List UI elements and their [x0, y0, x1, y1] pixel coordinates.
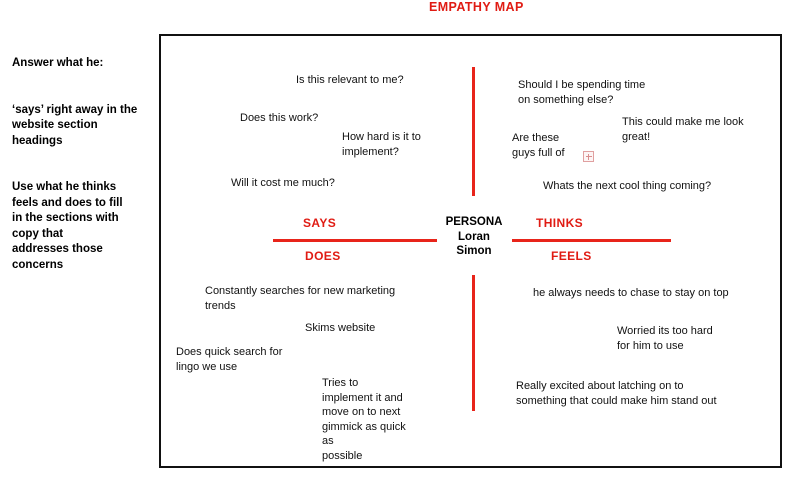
quadrant-label-feels: FEELS — [551, 249, 592, 263]
divider-vertical-bottom — [472, 275, 475, 411]
divider-vertical-top — [472, 67, 475, 196]
instructions-block-two: Use what he thinks feels and does to fil… — [12, 181, 123, 271]
thinks-note: Should I be spending time on something e… — [518, 79, 646, 106]
feels-note: Worried its too hard for him to use — [617, 325, 713, 352]
feels-note: Really excited about latching on to some… — [516, 380, 717, 407]
persona-block: PERSONA Loran Simon — [433, 215, 515, 259]
page-title: EMPATHY MAP — [429, 0, 524, 14]
does-note: Does quick search for lingo we use — [176, 346, 283, 373]
spacer — [12, 149, 152, 180]
quadrant-label-does: DOES — [305, 249, 341, 263]
instructions-block-one: ‘says’ right away in the website section… — [12, 103, 138, 147]
says-note: Will it cost me much? — [231, 177, 335, 189]
says-note: How hard is it to implement? — [342, 131, 421, 158]
says-note: Is this relevant to me? — [296, 74, 404, 86]
persona-label: PERSONA — [445, 216, 503, 228]
feels-note: he always needs to chase to stay on top — [533, 287, 729, 299]
quadrant-label-thinks: THINKS — [536, 216, 584, 230]
says-note: Does this work? — [240, 112, 319, 124]
thinks-note: Are these guys full of — [512, 132, 565, 159]
instructions-heading: Answer what he: — [12, 57, 104, 69]
divider-horizontal-left — [273, 239, 437, 242]
broken-image-icon — [583, 151, 594, 162]
map-frame — [159, 34, 782, 468]
does-note: Tries to implement it and move on to nex… — [322, 377, 406, 462]
does-note: Skims website — [305, 322, 376, 334]
spacer — [12, 72, 152, 103]
persona-name: Loran Simon — [456, 230, 492, 258]
instructions-panel: Answer what he: ‘says’ right away in the… — [12, 56, 152, 273]
divider-horizontal-right — [512, 239, 671, 242]
thinks-note: Whats the next cool thing coming? — [543, 180, 712, 192]
does-note: Constantly searches for new marketing tr… — [205, 285, 396, 312]
thinks-note: This could make me look great! — [622, 116, 744, 143]
quadrant-label-says: SAYS — [303, 216, 337, 230]
